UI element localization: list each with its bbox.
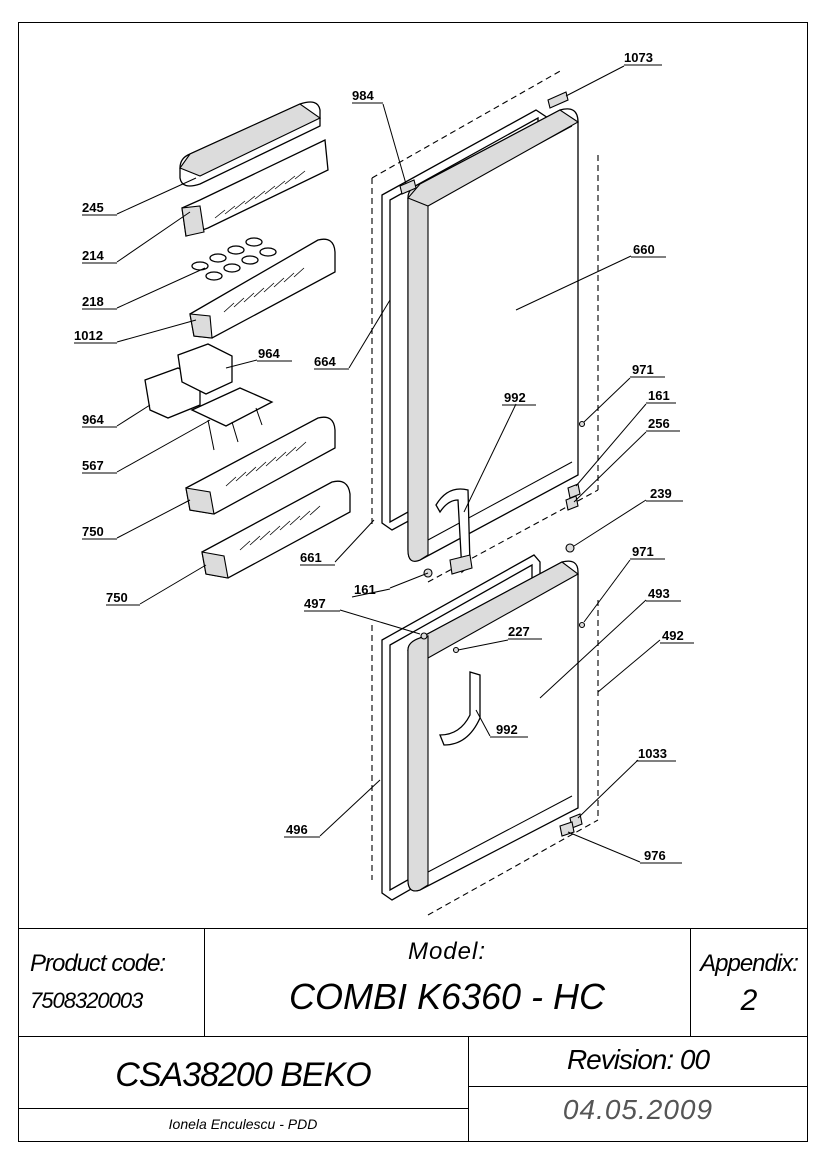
- callout-971-upper: 971: [632, 362, 654, 377]
- part-992-lower-handle: [439, 671, 481, 746]
- callout-256: 256: [648, 416, 670, 431]
- callout-161-upper: 161: [648, 388, 670, 403]
- part-984-latch: [399, 179, 417, 195]
- part-256-hinge-pin: [565, 495, 579, 511]
- part-1012-door-shelf: [189, 238, 336, 339]
- callout-227: 227: [508, 624, 530, 639]
- callout-976: 976: [644, 848, 666, 863]
- part-971-screw-lower: [578, 621, 586, 629]
- part-992-upper-handle: [435, 488, 473, 575]
- callout-245: 245: [82, 200, 104, 215]
- callout-992-lower: 992: [496, 722, 518, 737]
- appendix-label: Appendix:: [700, 950, 799, 977]
- callout-214: 214: [82, 248, 104, 263]
- lower-door-dashed-outline: [371, 600, 599, 916]
- model-value: COMBI K6360 - HC: [288, 976, 606, 1017]
- callout-239: 239: [650, 486, 672, 501]
- lower-door-panel: [407, 560, 580, 892]
- callout-984: 984: [352, 88, 374, 103]
- part-567-divider: [190, 387, 274, 451]
- part-964-storage-box: [144, 343, 233, 419]
- callout-964-top: 964: [258, 346, 280, 361]
- callout-971-lower: 971: [632, 544, 654, 559]
- revision: Revision: 00: [566, 1044, 710, 1075]
- code-name: CSA38200 BEKO: [115, 1056, 371, 1094]
- callout-660: 660: [633, 242, 655, 257]
- part-1073-clip: [547, 91, 569, 109]
- part-227-screw: [452, 646, 460, 654]
- callout-750-lower: 750: [106, 590, 128, 605]
- part-971-screw-upper: [578, 420, 586, 428]
- callout-497: 497: [304, 596, 326, 611]
- callout-750-upper: 750: [82, 524, 104, 539]
- part-239-cap: [565, 543, 575, 553]
- part-218-egg-tray: [191, 237, 277, 281]
- callout-661: 661: [300, 550, 322, 565]
- author: Ionela Enculescu - PDD: [168, 1116, 318, 1132]
- callout-1012: 1012: [74, 328, 103, 343]
- callout-492: 492: [662, 628, 684, 643]
- product-code-value: 7508320003: [30, 988, 143, 1013]
- part-161-bushing-upper: [567, 483, 581, 499]
- date: 04.05.2009: [562, 1094, 714, 1125]
- callout-964-bottom: 964: [82, 412, 104, 427]
- product-code-label: Product code:: [30, 950, 166, 977]
- appendix-value: 2: [740, 984, 758, 1017]
- callout-496: 496: [286, 822, 308, 837]
- leader-lines: [116, 65, 661, 863]
- callout-493: 493: [648, 586, 670, 601]
- callout-218: 218: [82, 294, 104, 309]
- title-block: Product code: 7508320003 Model: COMBI K6…: [18, 928, 808, 1142]
- part-245-shelf-lid: [179, 101, 322, 187]
- callout-992-upper: 992: [504, 390, 526, 405]
- model-label: Model:: [407, 938, 487, 965]
- callout-1073: 1073: [624, 50, 653, 65]
- callout-labels: 1073 984 245 214 660 218 1012 964 664 96…: [74, 50, 694, 864]
- part-750-upper-shelf: [185, 416, 336, 515]
- upper-door-panel: [407, 108, 580, 562]
- callout-567: 567: [82, 458, 104, 473]
- part-750-lower-shelf: [201, 480, 351, 579]
- page-frame: [18, 22, 808, 1142]
- part-497-cap: [420, 632, 428, 640]
- exploded-parts-diagram: 1073 984 245 214 660 218 1012 964 664 96…: [74, 50, 694, 916]
- callout-664: 664: [314, 354, 336, 369]
- callout-1033: 1033: [638, 746, 667, 761]
